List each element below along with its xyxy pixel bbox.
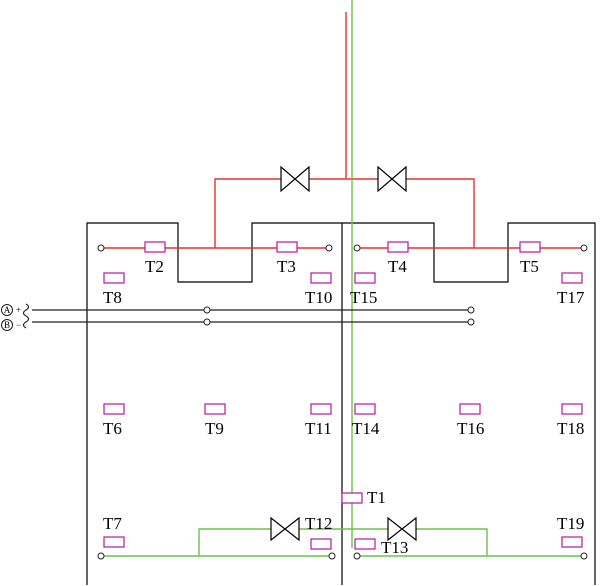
sensor-t10-label: T10 xyxy=(305,288,332,307)
sensor-t13-marker xyxy=(354,538,376,550)
sensor-t15-marker xyxy=(354,272,376,284)
hot-pipe-network xyxy=(101,12,584,249)
electrode-b-sign: − xyxy=(16,320,21,330)
junction-nodes xyxy=(97,244,588,560)
sensor-t4-label: T4 xyxy=(388,257,407,276)
sensor-t3-marker xyxy=(276,241,298,253)
sensor-t14-label: T14 xyxy=(352,419,380,438)
sensor-t4-marker xyxy=(387,241,409,253)
sensor-t8-marker xyxy=(103,272,125,284)
sensor-t18-label: T18 xyxy=(557,419,584,438)
node xyxy=(203,318,211,326)
sensor-t17-label: T17 xyxy=(557,288,585,307)
cold-pipe-network xyxy=(101,0,584,557)
sensor-t9-label: T9 xyxy=(205,419,224,438)
sensor-t1-label: T1 xyxy=(367,488,386,507)
sensor-t12-label: T12 xyxy=(305,514,332,533)
sensor-t7-marker xyxy=(103,536,125,548)
break-mark-a-icon xyxy=(22,303,30,317)
sensor-t16-label: T16 xyxy=(457,419,484,438)
cold-valve-left-icon xyxy=(270,516,300,542)
sensor-t5-marker xyxy=(519,241,541,253)
structure-outline xyxy=(86,222,596,585)
cold-manifold xyxy=(198,528,488,556)
node xyxy=(580,244,588,252)
sensor-t7-label: T7 xyxy=(103,514,122,533)
sensor-t18-marker xyxy=(561,403,583,415)
sensor-t5-label: T5 xyxy=(520,257,539,276)
sensor-t16-marker xyxy=(459,403,481,415)
electrode-lines: A + B − xyxy=(1,303,471,331)
sensor-t2-label: T2 xyxy=(145,257,164,276)
node xyxy=(97,552,105,560)
sensor-t6-marker xyxy=(103,403,125,415)
sensor-t10-marker xyxy=(310,272,332,284)
hot-valve-left-icon xyxy=(280,165,310,193)
sensor-t17-marker xyxy=(561,272,583,284)
sensor-t15-label: T15 xyxy=(350,288,377,307)
cold-valve-right-icon xyxy=(387,516,417,542)
node xyxy=(328,552,336,560)
node xyxy=(467,306,475,314)
sensor-t11-label: T11 xyxy=(305,419,332,438)
sensor-t6-label: T6 xyxy=(103,419,122,438)
node xyxy=(580,552,588,560)
node xyxy=(353,244,361,252)
electrode-b-symbol xyxy=(1,319,13,331)
electrode-a-symbol xyxy=(1,304,13,316)
sensor-t11-marker xyxy=(310,403,332,415)
sensor-t1-marker xyxy=(341,492,363,504)
break-mark-b-icon xyxy=(22,315,30,329)
sensor-t9-marker xyxy=(204,403,226,415)
node xyxy=(97,244,105,252)
sensor-t8-label: T8 xyxy=(103,288,122,307)
sensors: T2 T3 T4 T5 T8 T10 T15 T17 T6 T9 T11 T14… xyxy=(103,241,585,557)
node xyxy=(203,306,211,314)
sensor-t19-marker xyxy=(561,536,583,548)
hot-manifold xyxy=(214,178,475,248)
sensor-t19-label: T19 xyxy=(557,514,584,533)
sensor-t12-marker xyxy=(310,538,332,550)
node xyxy=(467,318,475,326)
electrode-a-sign: + xyxy=(16,305,21,315)
sensor-t13-label: T13 xyxy=(381,538,408,557)
sensor-t14-marker xyxy=(354,403,376,415)
hot-valve-right-icon xyxy=(377,165,407,193)
electrode-b-letter: B xyxy=(4,320,10,330)
node xyxy=(325,244,333,252)
electrode-a-letter: A xyxy=(4,305,11,315)
sensor-t2-marker xyxy=(144,241,166,253)
node xyxy=(353,552,361,560)
sensor-t3-label: T3 xyxy=(277,257,296,276)
